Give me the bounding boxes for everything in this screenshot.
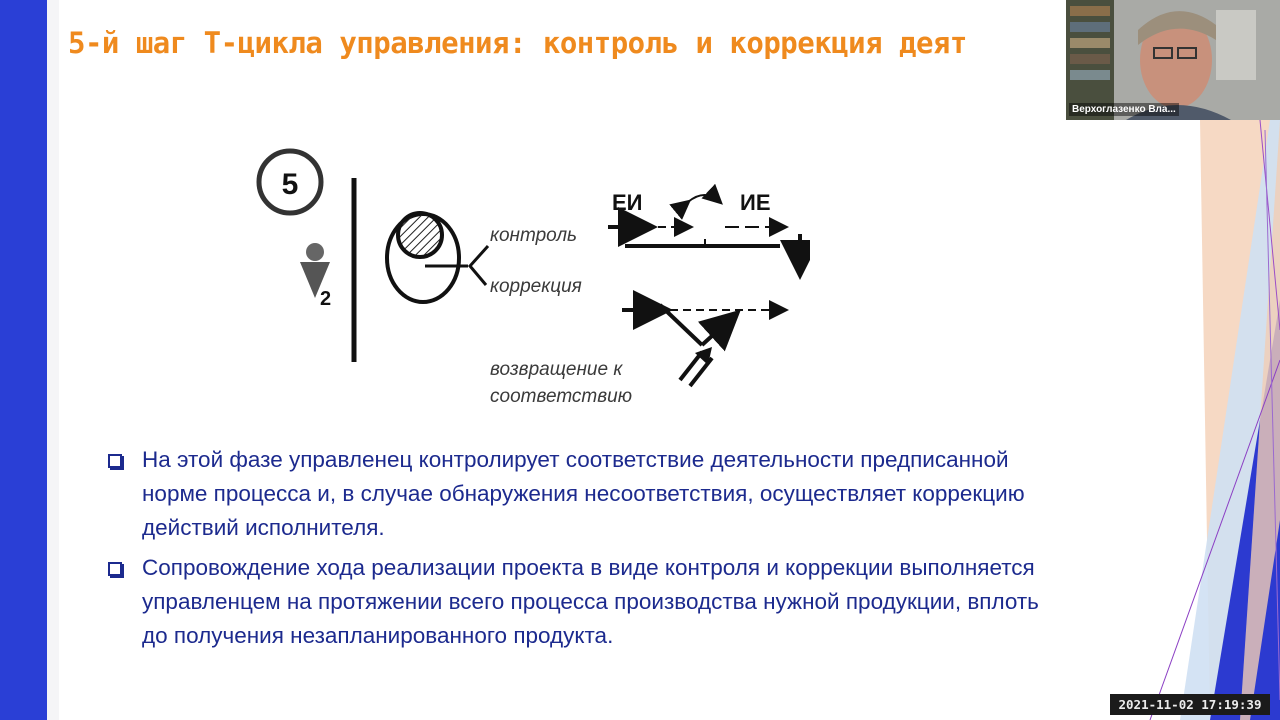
bullet-line: На этой фазе управленец контролирует соо… <box>142 447 1009 472</box>
label-correction: коррекция <box>490 276 582 297</box>
participant-video-tile[interactable]: Верхоглазенко Вла... <box>1066 0 1280 120</box>
bullet-line: Сопровождение хода реализации проекта в … <box>142 555 1035 580</box>
bullet-item: На этой фазе управленец контролирует соо… <box>105 443 1115 545</box>
left-accent-strip <box>47 0 59 720</box>
label-ie: ИЕ <box>740 190 771 215</box>
right-decoration <box>1149 119 1280 720</box>
step-number: 5 <box>282 168 299 201</box>
label-return-line2: соответствию <box>490 386 632 407</box>
label-control: контроль <box>490 225 577 246</box>
step-number-circle: 5 <box>256 148 324 216</box>
manager-subscript: 2 <box>320 288 331 310</box>
t-cycle-diagram: 5 2 контроль коррекция возвращение к соо… <box>256 148 810 407</box>
label-ei: ЕИ <box>612 190 643 215</box>
slide-title: 5-й шаг Т-цикла управления: контроль и к… <box>68 26 967 60</box>
checkbox-bullet-icon <box>108 562 122 576</box>
bullet-line: действий исполнителя. <box>142 515 385 540</box>
manager-icon: 2 <box>300 243 331 310</box>
bullet-line: норме процесса и, в случае обнаружения н… <box>142 481 1025 506</box>
bullet-line: до получения незапланированного продукта… <box>142 623 614 648</box>
left-accent-bar <box>0 0 47 720</box>
participant-name: Верхоглазенко Вла... <box>1069 103 1179 116</box>
label-return-line1: возвращение к <box>490 359 623 380</box>
checkbox-bullet-icon <box>108 454 122 468</box>
recording-timestamp: 2021-11-02 17:19:39 <box>1110 694 1270 715</box>
participant-video-frame <box>1066 0 1280 120</box>
bullet-list: На этой фазе управленец контролирует соо… <box>105 443 1115 659</box>
control-object-icon <box>385 211 490 304</box>
bullet-item: Сопровождение хода реализации проекта в … <box>105 551 1115 653</box>
bullet-line: управленцем на протяжении всего процесса… <box>142 589 1039 614</box>
